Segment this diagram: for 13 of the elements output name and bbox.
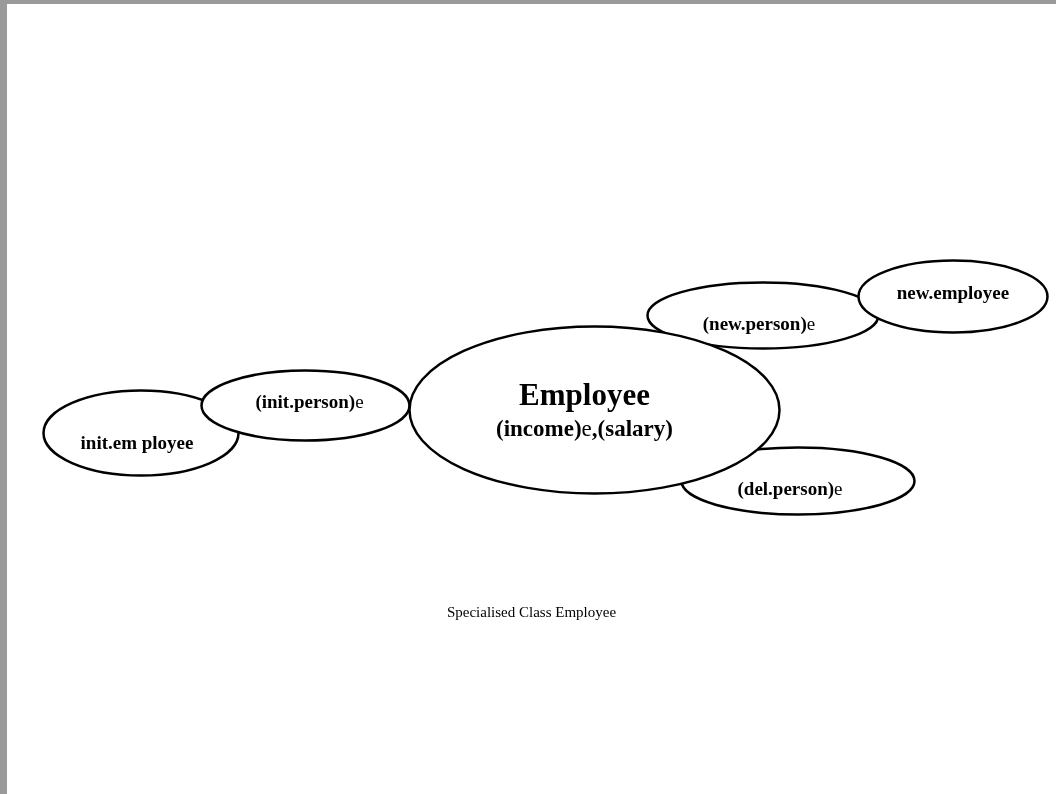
node-label: (init.person)e (255, 389, 364, 414)
node-label: new.employee (896, 280, 1010, 305)
ellipse-node (646, 281, 880, 350)
node-label: (del.person)e (737, 477, 843, 501)
caption: Specialised Class Employee (446, 603, 617, 622)
attribute-list: (income)e,(salary) (496, 414, 673, 444)
node-label: (new.person)e (702, 311, 816, 336)
ellipse-node (857, 259, 1049, 334)
class-name: Employee (519, 376, 650, 414)
ellipse-node (200, 369, 411, 442)
node-label: init.em ployee (80, 431, 194, 455)
ellipse-node (42, 389, 240, 477)
ellipse-node (680, 446, 916, 516)
